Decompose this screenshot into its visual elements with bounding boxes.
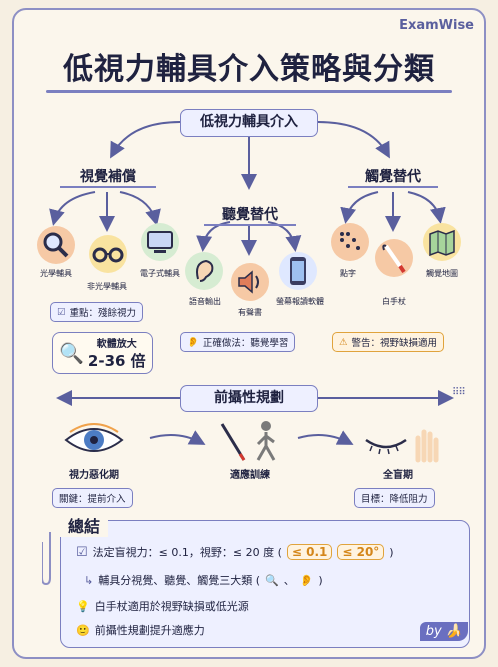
- small-ear-icon: 👂: [299, 573, 314, 587]
- lightbulb-icon: 💡: [76, 599, 90, 613]
- banana-icon: 🍌: [445, 624, 462, 639]
- tactile-map-icon: [422, 222, 462, 266]
- magnifier-icon: [36, 225, 76, 269]
- auditory-note-text: 正確做法：聽覺學習: [202, 338, 289, 349]
- visual-note-text: 重點：殘餘視力: [69, 308, 137, 319]
- summary-row2-text: 輔具分視覺、聽覺、觸覺三大類 (: [98, 574, 261, 587]
- white-cane-label: 白手杖: [382, 297, 406, 306]
- phone-icon: [278, 251, 318, 295]
- ear-icon: [184, 251, 224, 295]
- screen-reader-label: 螢幕報讀軟體: [276, 297, 324, 306]
- braille-label: 點字: [340, 269, 356, 278]
- return-arrow-icon: ↳: [84, 573, 94, 587]
- stage-deterioration-label: 視力惡化期: [69, 470, 119, 481]
- tactile-map-label: 觸覺地圖: [426, 269, 458, 278]
- stage-adaptation-label: 適應訓練: [230, 470, 270, 481]
- white-cane-icon: [374, 238, 414, 282]
- checkbox-icon: ☑: [76, 544, 88, 560]
- stage-blind-label: 全盲期: [383, 470, 413, 481]
- check-icon: ☑: [57, 306, 66, 318]
- summary-row2-end: ): [318, 573, 323, 587]
- zoom-magnifier-icon: 🔍: [59, 341, 84, 365]
- summary-row-planning: 🙂 前攝性規劃提升適應力: [76, 622, 205, 638]
- acuity-threshold-pill: ≤ 0.1: [286, 544, 333, 560]
- small-magnifier-icon: 🔍: [265, 573, 279, 587]
- summary-box: [60, 520, 470, 648]
- visual-compensation-heading: 視覺補償: [60, 166, 156, 188]
- visual-note: ☑ 重點：殘餘視力: [50, 302, 144, 322]
- summary-row-categories: ↳ 輔具分視覺、聽覺、觸覺三大類 ( 🔍 、 👂 ): [84, 572, 323, 588]
- summary-row4-text: 前攝性規劃提升適應力: [94, 624, 205, 637]
- paperclip-icon: [41, 528, 58, 592]
- zoom-label: 軟體放大: [96, 339, 137, 350]
- stage-blind-note: 目標：降低阻力: [354, 488, 435, 508]
- braille-icon: [330, 222, 370, 266]
- brand-logo: ExamWise: [399, 18, 474, 33]
- audiobook-label: 有聲書: [238, 308, 262, 317]
- stage-deterioration-note: 關鍵：提前介入: [52, 488, 133, 508]
- title-underline: [46, 90, 452, 93]
- optical-aid-label: 光學輔具: [40, 269, 72, 278]
- cane-walker-icon: [214, 418, 284, 466]
- tactile-note-text: 警告：視野缺損適用: [351, 338, 438, 349]
- tactile-substitution-heading: 觸覺替代: [348, 166, 438, 188]
- speech-output-label: 語音輸出: [189, 297, 221, 306]
- summary-row-cane: 💡 白手杖適用於視野缺損或低光源: [76, 598, 249, 614]
- ear-small-icon: 👂: [187, 336, 199, 348]
- root-node: 低視力輔具介入: [180, 109, 318, 137]
- braille-dots-decoration: ⠿⠿: [452, 387, 466, 398]
- glasses-icon: [88, 234, 128, 278]
- page-title: 低視力輔具介入策略與分類: [63, 52, 435, 87]
- smiley-icon: 🙂: [76, 623, 90, 637]
- tactile-note: ⚠ 警告：視野缺損適用: [332, 332, 445, 352]
- speaker-icon: [230, 262, 270, 306]
- zoom-value: 2-36 倍: [87, 352, 146, 370]
- auditory-substitution-heading: 聽覺替代: [204, 204, 296, 226]
- warning-icon: ⚠: [339, 336, 348, 348]
- summary-row1-text: 法定盲視力：≤ 0.1，視野：≤ 20 度 (: [92, 546, 282, 559]
- computer-icon: [140, 222, 180, 266]
- eye-icon: [62, 420, 126, 464]
- electronic-aid-label: 電子式輔具: [140, 269, 180, 278]
- summary-title: 總結: [60, 513, 109, 537]
- field-threshold-pill: ≤ 20°: [337, 544, 385, 560]
- zoom-box: 🔍 軟體放大 2-36 倍: [52, 332, 153, 374]
- closed-eye-hand-icon: [362, 424, 442, 468]
- footer-signature: by 🍌: [419, 622, 468, 641]
- summary-row2-sep: 、: [283, 574, 295, 587]
- auditory-note: 👂 正確做法：聽覺學習: [180, 332, 296, 352]
- summary-row1-end: ): [389, 545, 394, 559]
- footer-by-text: by: [425, 624, 442, 639]
- planning-node: 前攝性規劃: [180, 385, 318, 412]
- summary-row3-text: 白手杖適用於視野缺損或低光源: [94, 600, 249, 613]
- summary-row-legal-blindness: ☑ 法定盲視力：≤ 0.1，視野：≤ 20 度 ( ≤ 0.1 ≤ 20° ): [76, 544, 394, 560]
- non-optical-aid-label: 非光學輔具: [87, 282, 127, 291]
